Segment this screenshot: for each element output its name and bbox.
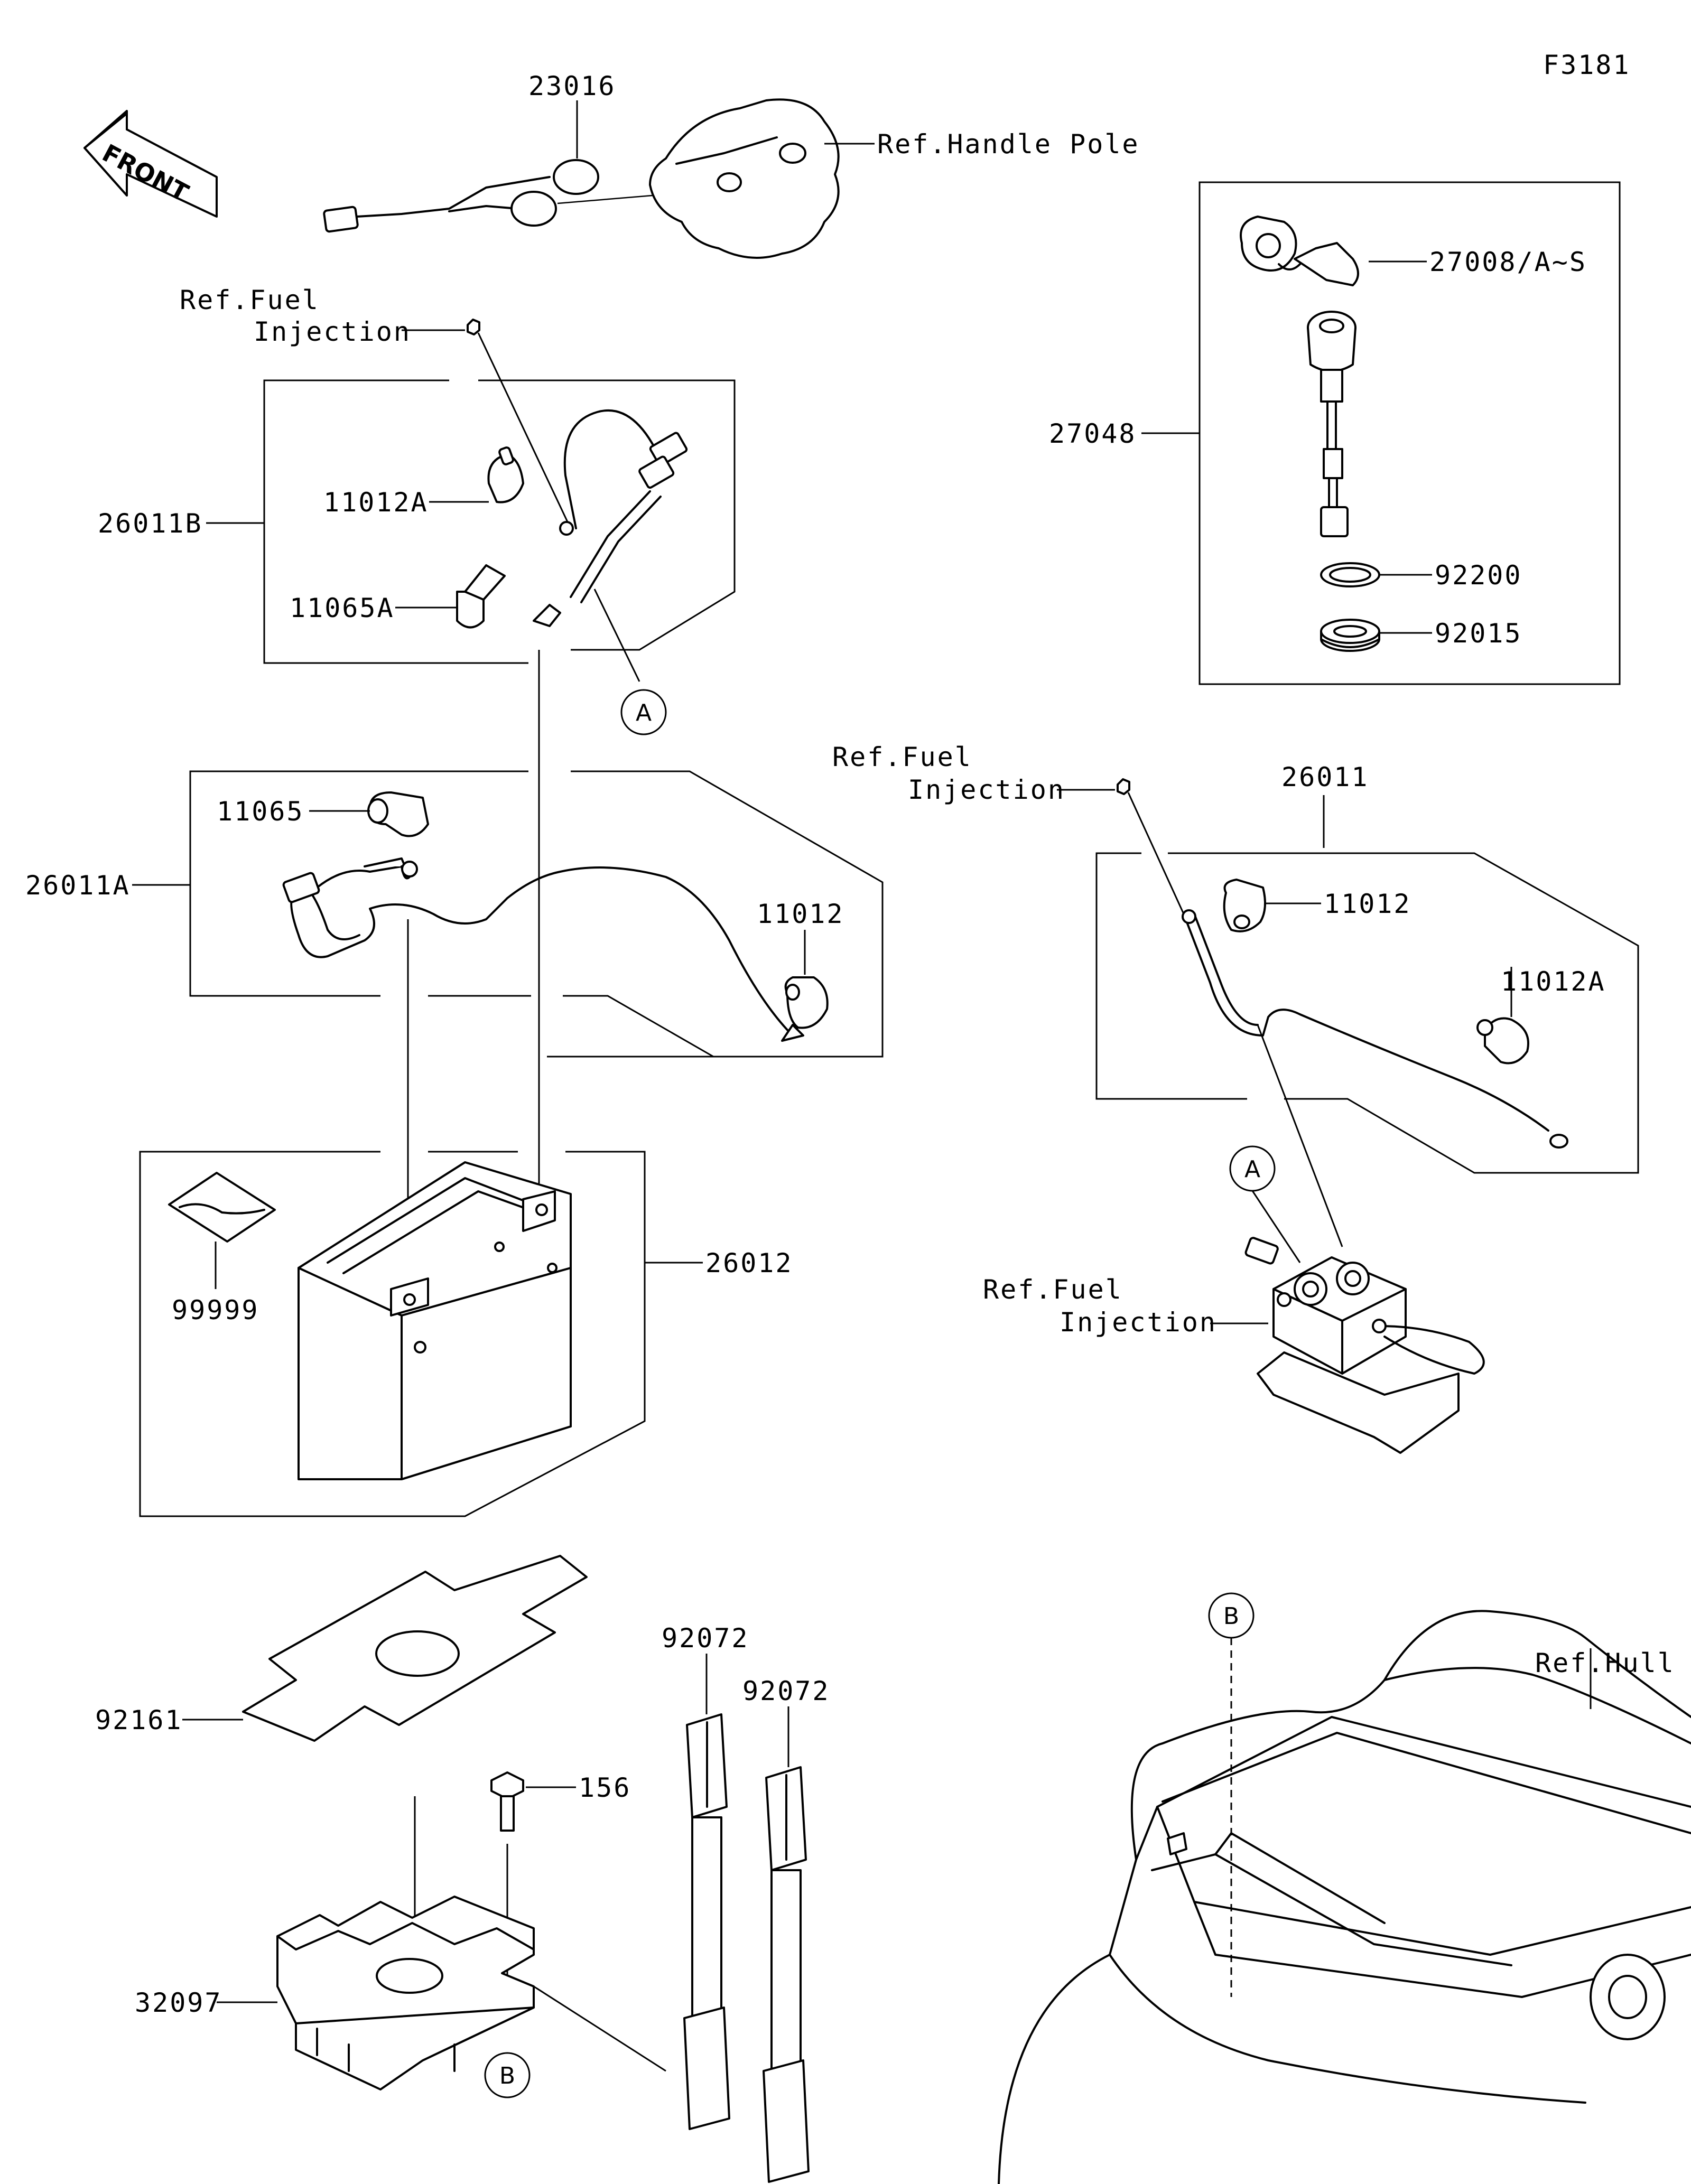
bolt-156 bbox=[490, 1771, 524, 1832]
label-26012: 26012 bbox=[705, 1248, 793, 1278]
nut-92015 bbox=[1320, 619, 1380, 652]
box-26011B bbox=[263, 379, 736, 664]
marker-A-2-text: A bbox=[1244, 1156, 1260, 1183]
terminal-cap-11065A bbox=[456, 564, 506, 629]
pad-92161 bbox=[242, 1555, 588, 1742]
label-11065: 11065 bbox=[217, 796, 304, 827]
terminal-cap-11012-1 bbox=[784, 976, 829, 1029]
label-92072-2: 92072 bbox=[742, 1676, 830, 1706]
label-ref-fuel-3-line1: Ref.Fuel bbox=[983, 1274, 1123, 1305]
label-11012-2: 11012 bbox=[1324, 889, 1411, 919]
marker-B-2-text: B bbox=[1223, 1603, 1239, 1630]
label-92200: 92200 bbox=[1435, 560, 1522, 591]
handle-pole bbox=[649, 98, 840, 259]
switch-harness-23016 bbox=[323, 159, 653, 233]
marker-B-2 bbox=[1208, 1592, 1255, 1639]
label-92072-1: 92072 bbox=[662, 1623, 749, 1654]
marker-B-1 bbox=[484, 2052, 531, 2098]
box-26011A bbox=[189, 770, 884, 1058]
terminal-cap-11012A-2 bbox=[1476, 1017, 1529, 1065]
strap-92072-1 bbox=[683, 1713, 730, 2130]
marker-A-1 bbox=[620, 689, 667, 735]
label-ref-handle-pole: Ref.Handle Pole bbox=[877, 129, 1140, 160]
cable-26011B bbox=[533, 409, 688, 627]
starter-relay bbox=[1244, 1237, 1485, 1454]
label-27008: 27008/A~S bbox=[1429, 247, 1587, 277]
figure-code: F3181 bbox=[1543, 50, 1631, 80]
label-11012A-2: 11012A bbox=[1501, 966, 1606, 997]
label-156: 156 bbox=[579, 1772, 631, 1803]
label-26011A: 26011A bbox=[25, 870, 131, 901]
label-99999: 99999 bbox=[172, 1295, 259, 1326]
marker-A-1-text: A bbox=[636, 699, 652, 726]
label-11012-1: 11012 bbox=[757, 899, 844, 929]
label-26011B: 26011B bbox=[98, 508, 203, 539]
box-26011 bbox=[1095, 852, 1639, 1174]
terminal-cap-11012-2 bbox=[1223, 879, 1266, 932]
label-26011: 26011 bbox=[1281, 762, 1369, 792]
packet-99999 bbox=[168, 1172, 276, 1243]
label-ref-hull: Ref.Hull bbox=[1535, 1648, 1675, 1678]
front-arrow-icon: FRONT bbox=[83, 110, 218, 218]
label-92161: 92161 bbox=[95, 1705, 183, 1735]
label-27048: 27048 bbox=[1049, 418, 1137, 449]
tray-32097 bbox=[276, 1896, 535, 2090]
label-ref-fuel-2-line2: Injection bbox=[908, 774, 1065, 805]
hull bbox=[998, 1610, 1691, 2184]
washer-92200 bbox=[1320, 562, 1380, 587]
label-ref-fuel-2-line1: Ref.Fuel bbox=[832, 742, 972, 772]
nut-icon bbox=[1117, 778, 1130, 795]
label-23016: 23016 bbox=[528, 71, 616, 101]
marker-B-1-text: B bbox=[499, 2062, 515, 2089]
key-27008 bbox=[1240, 216, 1359, 286]
box-26012 bbox=[139, 1151, 646, 1517]
label-ref-fuel-1-line1: Ref.Fuel bbox=[180, 285, 320, 315]
battery-26012 bbox=[298, 1161, 572, 1480]
nut-icon bbox=[467, 319, 480, 335]
strap-92072-2 bbox=[763, 1766, 810, 2183]
label-11012A-1: 11012A bbox=[323, 487, 429, 518]
cable-26011 bbox=[1182, 909, 1568, 1149]
ignition-switch-27048 bbox=[1307, 311, 1356, 537]
label-32097: 32097 bbox=[135, 1987, 222, 2018]
label-ref-fuel-1-line2: Injection bbox=[254, 316, 411, 347]
cable-26011A bbox=[282, 857, 804, 1042]
terminal-cap-11012A bbox=[487, 446, 524, 503]
label-11065A: 11065A bbox=[290, 593, 395, 623]
label-ref-fuel-3-line2: Injection bbox=[1060, 1307, 1217, 1338]
label-92015: 92015 bbox=[1435, 618, 1522, 649]
terminal-cap-11065 bbox=[367, 791, 429, 837]
